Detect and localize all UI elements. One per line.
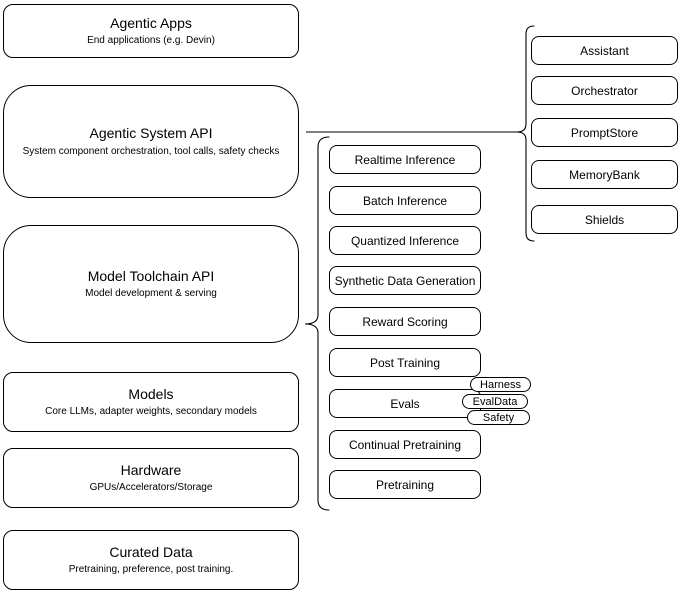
box-agentic-system-api-subtitle: System component orchestration, tool cal… (22, 145, 280, 157)
box-curated-data-subtitle: Pretraining, preference, post training. (68, 564, 234, 576)
box-model-toolchain-api: Model Toolchain API Model development & … (3, 225, 299, 343)
box-hardware-title: Hardware (120, 461, 182, 478)
box-hardware-subtitle: GPUs/Accelerators/Storage (89, 482, 213, 494)
box-agentic-apps-subtitle: End applications (e.g. Devin) (87, 35, 215, 47)
box-models-subtitle: Core LLMs, adapter weights, secondary mo… (45, 406, 257, 418)
box-evals: Evals (329, 389, 481, 418)
box-shields: Shields (531, 205, 678, 234)
box-model-toolchain-api-subtitle: Model development & serving (85, 288, 217, 300)
box-realtime-inference: Realtime Inference (329, 145, 481, 174)
box-models: Models Core LLMs, adapter weights, secon… (3, 372, 299, 432)
toolchain-curly-brace (304, 136, 330, 511)
box-hardware: Hardware GPUs/Accelerators/Storage (3, 448, 299, 508)
box-curated-data: Curated Data Pretraining, preference, po… (3, 530, 299, 590)
box-quantized-inference: Quantized Inference (329, 226, 481, 255)
box-orchestrator: Orchestrator (531, 76, 678, 105)
pill-harness: Harness (470, 377, 531, 392)
box-memorybank: MemoryBank (531, 160, 678, 189)
box-agentic-apps: Agentic Apps End applications (e.g. Devi… (3, 4, 299, 58)
box-reward-scoring: Reward Scoring (329, 307, 481, 336)
box-models-title: Models (128, 385, 174, 402)
box-synthetic-data-generation: Synthetic Data Generation (329, 266, 481, 295)
box-agentic-system-api-title: Agentic System API (89, 125, 213, 142)
box-agentic-system-api: Agentic System API System component orch… (3, 85, 299, 198)
pill-evaldata: EvalData (462, 394, 528, 409)
box-curated-data-title: Curated Data (109, 543, 193, 560)
box-batch-inference: Batch Inference (329, 186, 481, 215)
box-continual-pretraining: Continual Pretraining (329, 430, 481, 459)
box-post-training: Post Training (329, 348, 481, 377)
box-agentic-apps-title: Agentic Apps (110, 14, 192, 31)
box-promptstore: PromptStore (531, 118, 678, 147)
box-pretraining: Pretraining (329, 470, 481, 499)
box-model-toolchain-api-title: Model Toolchain API (87, 267, 215, 284)
pill-safety: Safety (467, 410, 530, 425)
box-assistant: Assistant (531, 36, 678, 65)
